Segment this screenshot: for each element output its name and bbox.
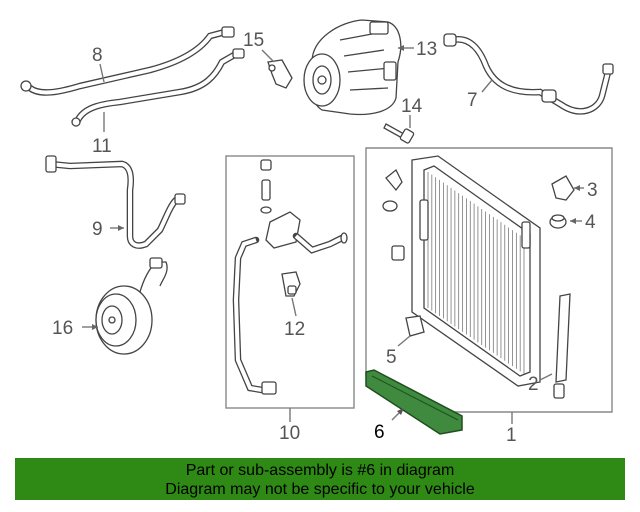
callout-13[interactable]: 13 — [416, 39, 437, 60]
info-banner: Part or sub-assembly is #6 in diagram Di… — [15, 458, 625, 500]
callout-11[interactable]: 11 — [92, 136, 112, 157]
callout-10[interactable]: 10 — [279, 423, 300, 444]
banner-line-1: Part or sub-assembly is #6 in diagram — [185, 462, 455, 479]
callout-1[interactable]: 1 — [506, 425, 517, 446]
pipe-9[interactable] — [45, 155, 186, 249]
part-6-highlighted-seal[interactable] — [365, 369, 463, 435]
callout-12[interactable]: 12 — [284, 319, 305, 340]
grommet-a[interactable] — [382, 200, 398, 212]
magnetic-clutch-16[interactable] — [95, 257, 168, 355]
arrow-6 — [397, 408, 404, 415]
bracket-15[interactable] — [267, 59, 293, 89]
compressor-13[interactable] — [303, 19, 402, 116]
leader-7 — [481, 79, 493, 93]
bracket-small-a[interactable] — [385, 168, 403, 192]
suction-pipe-11[interactable] — [71, 48, 245, 127]
callout-8[interactable]: 8 — [92, 45, 103, 66]
callout-5[interactable]: 5 — [386, 347, 397, 368]
cushion-5[interactable] — [405, 315, 425, 337]
callout-15[interactable]: 15 — [243, 30, 264, 51]
liquid-hose-7[interactable] — [443, 33, 614, 115]
callout-14[interactable]: 14 — [401, 96, 423, 117]
callout-9[interactable]: 9 — [92, 219, 103, 240]
leader-2 — [539, 373, 553, 381]
callout-16[interactable]: 16 — [52, 318, 73, 339]
condenser-core[interactable] — [411, 155, 541, 387]
arrow-16 — [92, 324, 98, 330]
bracket-3[interactable] — [551, 175, 575, 201]
cushion-small[interactable] — [391, 245, 405, 261]
receiver-2[interactable] — [553, 293, 571, 399]
callout-4[interactable]: 4 — [585, 212, 596, 233]
group-box-10 — [225, 155, 355, 422]
bolt-14[interactable] — [383, 123, 415, 144]
callout-6[interactable]: 6 — [374, 422, 385, 443]
callout-7[interactable]: 7 — [467, 90, 478, 111]
pipe-assy-10[interactable] — [232, 159, 348, 395]
arrow-4 — [570, 218, 576, 224]
callout-2[interactable]: 2 — [528, 374, 539, 395]
banner-line-2: Diagram may not be specific to your vehi… — [165, 481, 475, 498]
leader-8 — [99, 63, 105, 83]
leader-15 — [261, 49, 275, 63]
leader-12 — [291, 297, 297, 317]
callout-3[interactable]: 3 — [587, 180, 598, 201]
arrow-3 — [574, 185, 580, 191]
discharge-hose-8[interactable] — [20, 26, 235, 96]
arrow-13 — [398, 45, 404, 51]
arrow-9 — [118, 225, 124, 231]
condenser-fins — [427, 172, 525, 374]
pressure-switch-12[interactable] — [281, 271, 301, 297]
cushion-4[interactable] — [549, 214, 567, 229]
group-box-1 — [365, 147, 613, 424]
leader-5 — [397, 335, 411, 347]
